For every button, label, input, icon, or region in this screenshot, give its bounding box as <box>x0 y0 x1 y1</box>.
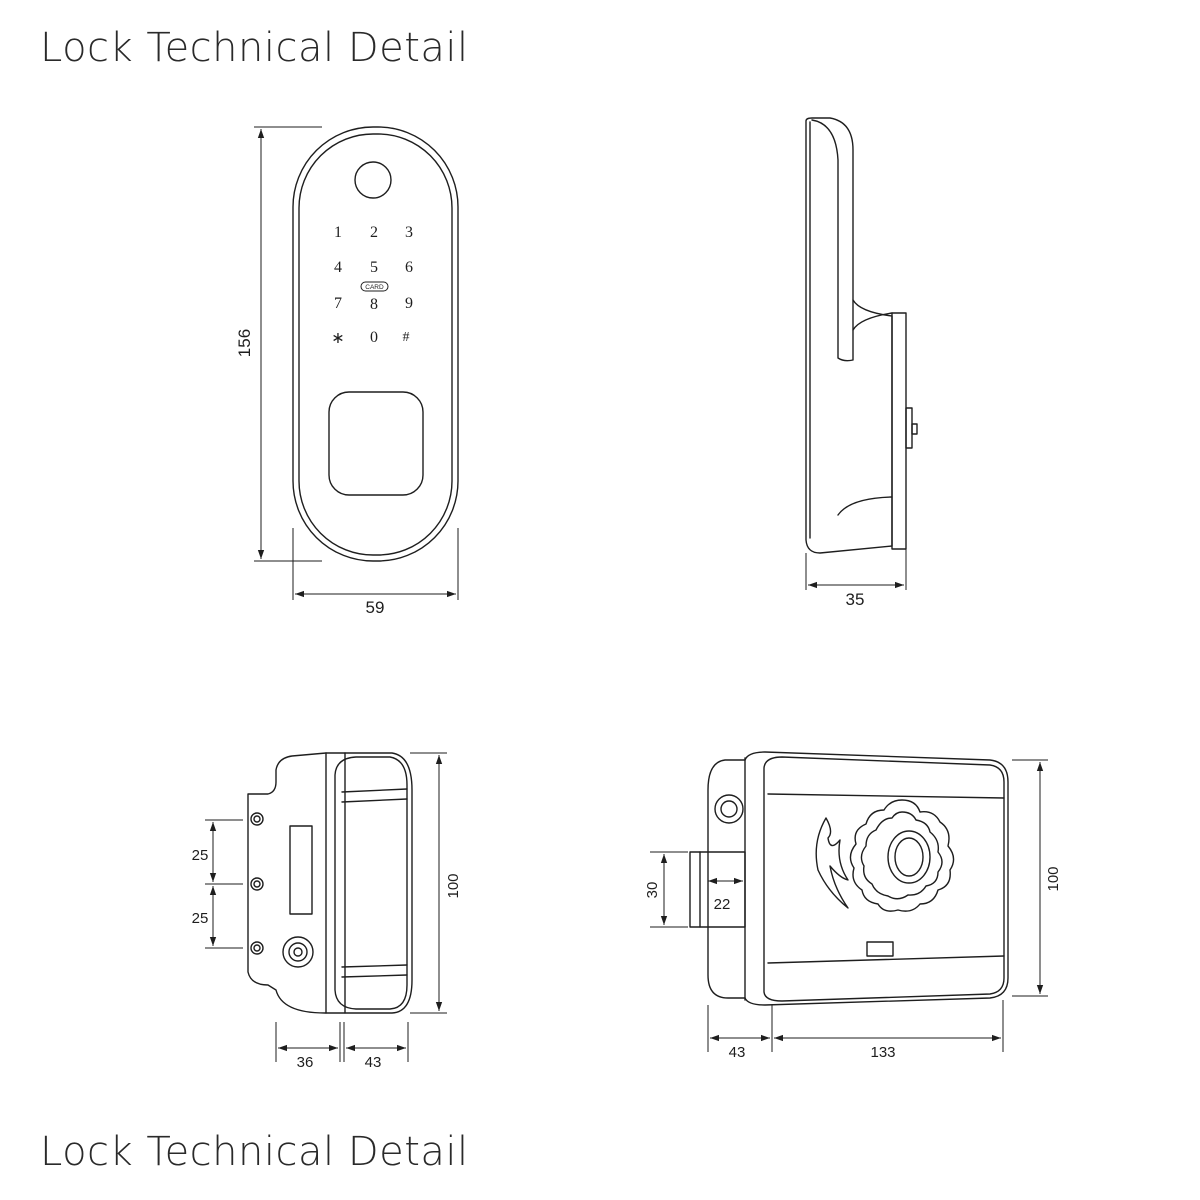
front-outer-body <box>292 126 459 562</box>
dimension-end-spacing-upper: 25 <box>192 847 209 864</box>
keypad-key: # <box>403 330 410 345</box>
dimension-face-bolt-length: 22 <box>714 896 731 913</box>
keypad-key: 7 <box>334 295 342 312</box>
dimension-face-bolt-height: 30 <box>644 882 661 899</box>
card-reader-badge <box>360 281 389 292</box>
page-title: Lock Technical Detail <box>40 25 469 71</box>
face-knob-icon <box>849 799 955 912</box>
end-latch-slot <box>289 825 313 915</box>
keypad-key: ∗ <box>331 330 344 347</box>
side-body-outline <box>805 117 893 554</box>
face-cover <box>763 756 1005 1002</box>
keypad-key: 2 <box>370 224 378 241</box>
dimension-end-spacing-lower: 25 <box>192 910 209 927</box>
keypad-key: 1 <box>334 224 342 241</box>
face-latch-bolt <box>689 851 746 928</box>
dimension-end-height: 100 <box>445 873 462 898</box>
card-reader-label: CARD <box>365 284 384 291</box>
face-view: 30 22 100 43 133 <box>644 751 1062 1061</box>
keypad-key: 4 <box>334 259 342 276</box>
keypad-key: 9 <box>405 295 413 312</box>
front-view: 1 2 3 4 5 6 7 8 9 ∗ 0 # CARD 156 59 <box>235 126 459 617</box>
dimension-front-height: 156 <box>235 329 254 357</box>
keypad-key: 8 <box>370 296 378 313</box>
face-rfid-wave-icon <box>815 817 849 909</box>
end-view: 25 25 100 36 43 <box>192 752 462 1071</box>
dimension-end-right-width: 43 <box>365 1054 382 1071</box>
side-view: 35 <box>805 117 918 609</box>
dimension-front-width: 59 <box>366 598 385 617</box>
dimension-face-height: 100 <box>1045 866 1062 891</box>
front-inner-body <box>298 133 453 556</box>
end-keyhole <box>282 936 314 968</box>
side-mounting-plate <box>891 312 907 550</box>
keypad-key: 3 <box>405 224 413 241</box>
keypad-key: 0 <box>370 329 378 346</box>
fingerprint-sensor <box>328 391 424 496</box>
dimension-face-width: 133 <box>870 1044 895 1061</box>
keypad-key: 5 <box>370 259 378 276</box>
end-case-outline <box>247 752 346 1014</box>
dimension-end-left-width: 36 <box>297 1054 314 1071</box>
dimension-side-depth: 35 <box>846 590 865 609</box>
dimension-face-left-width: 43 <box>729 1044 746 1061</box>
page-footer-title: Lock Technical Detail <box>40 1129 469 1175</box>
keypad-key: 6 <box>405 259 413 276</box>
end-handle <box>334 756 408 1010</box>
side-spindle <box>905 407 913 449</box>
face-indicator <box>866 941 894 957</box>
camera-lens-icon <box>354 161 392 199</box>
keypad: 1 2 3 4 5 6 7 8 9 ∗ 0 # CARD <box>331 224 413 347</box>
